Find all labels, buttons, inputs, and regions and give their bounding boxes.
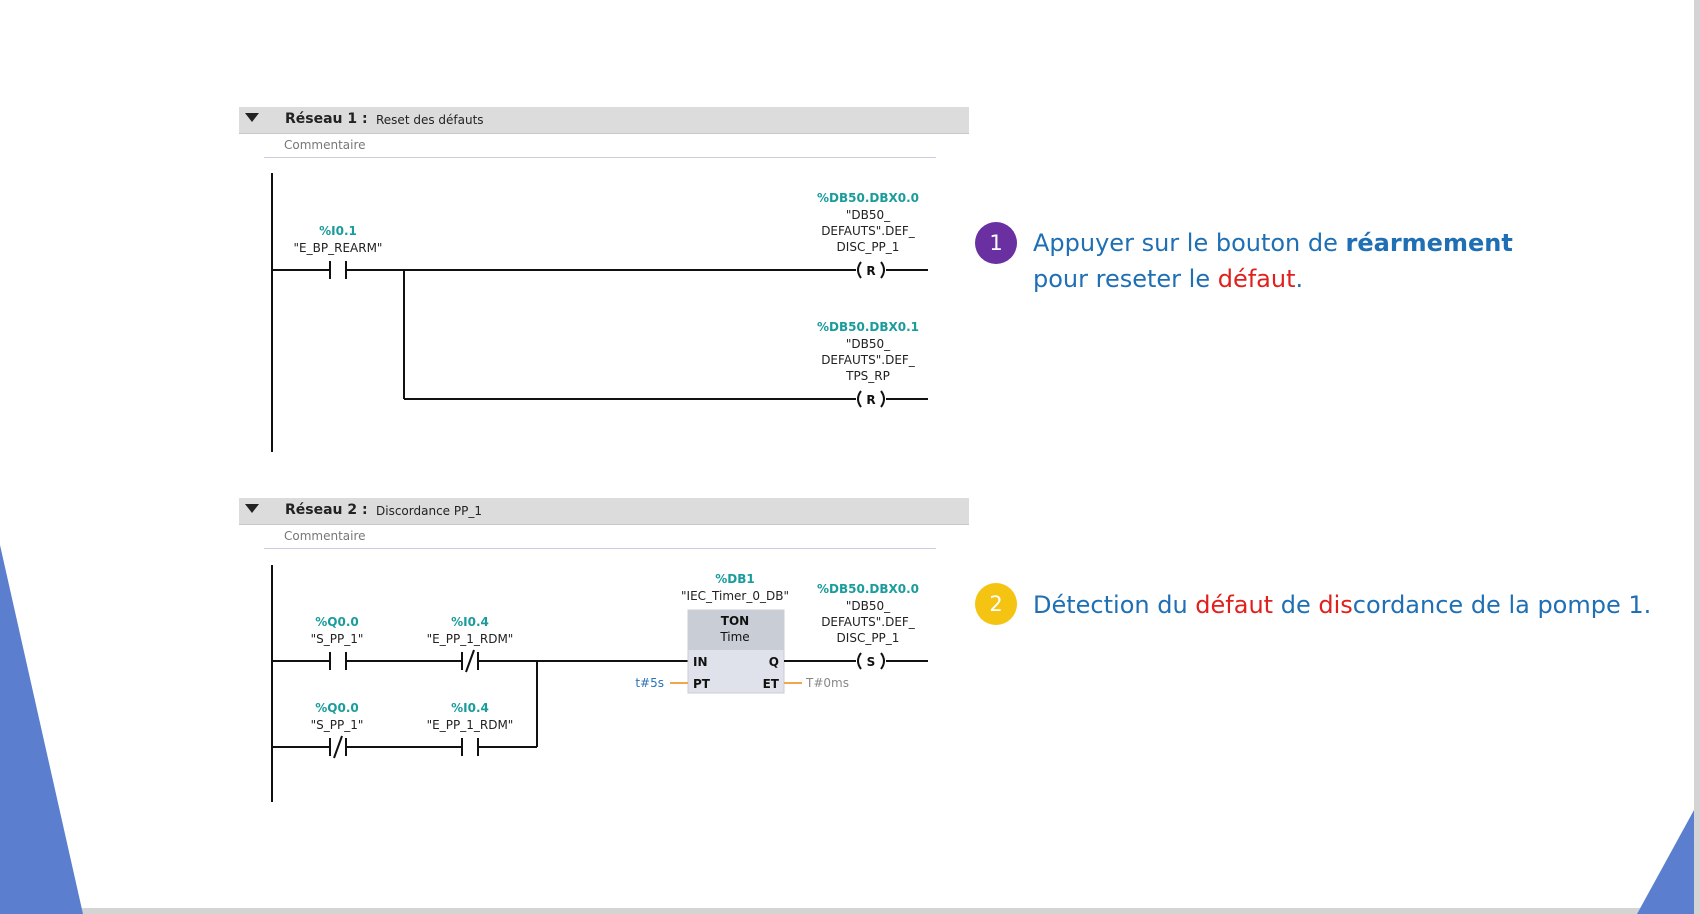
network-2-label: Réseau 2 :	[285, 502, 368, 518]
timer-pin-et: ET	[763, 677, 780, 691]
coil-address: %DB50.DBX0.1	[817, 320, 919, 334]
network-2-comment-text: Commentaire	[284, 529, 366, 543]
bottom-edge	[0, 908, 1700, 914]
contact-symbol: "E_PP_1_RDM"	[427, 718, 514, 732]
network-2-comment[interactable]: Commentaire	[264, 526, 936, 549]
ton-timer-block[interactable]: TON Time IN PT Q ET	[687, 609, 785, 694]
timer-pt-value[interactable]: t#5s	[635, 676, 664, 690]
contact-symbol: "E_BP_REARM"	[294, 241, 383, 255]
note-1-line-2: pour reseter le défaut.	[1033, 265, 1304, 293]
coil-reset-def-tps-rp[interactable]: R	[857, 390, 885, 408]
timer-subtitle: Time	[719, 630, 749, 644]
network-2-ladder: %Q0.0 "S_PP_1" %I0.4 "E_PP_1_RDM" %Q0.0 …	[271, 565, 928, 802]
network-2-title[interactable]: Discordance PP_1	[376, 504, 482, 518]
coil-type: R	[866, 393, 875, 407]
coil-symbol: "DB50_	[846, 208, 891, 222]
contact-address: %I0.1	[319, 224, 357, 238]
timer-type: TON	[721, 614, 749, 628]
right-edge	[1694, 0, 1700, 914]
network-1-title[interactable]: Reset des défauts	[376, 113, 484, 127]
deco-triangle-right	[1637, 810, 1694, 914]
network-1-comment-text: Commentaire	[284, 138, 366, 152]
note-2-number-badge: 2	[975, 583, 1017, 625]
timer-db-symbol: "IEC_Timer_0_DB"	[681, 589, 789, 603]
timer-pin-pt: PT	[693, 677, 711, 691]
contact-address: %Q0.0	[315, 701, 358, 715]
note-1-text: Appuyer sur le bouton de réarmement pour…	[1033, 225, 1513, 297]
coil-symbol: DEFAUTS".DEF_	[821, 353, 916, 367]
note-1-number-badge: 1	[975, 222, 1017, 264]
coil-symbol: DISC_PP_1	[837, 631, 900, 645]
timer-pin-q: Q	[769, 655, 779, 669]
coil-symbol: DEFAUTS".DEF_	[821, 615, 916, 629]
coil-symbol: "DB50_	[846, 599, 891, 613]
deco-triangle-left	[0, 545, 83, 914]
contact-symbol: "S_PP_1"	[311, 632, 364, 646]
coil-symbol: DEFAUTS".DEF_	[821, 224, 916, 238]
coil-type: S	[867, 655, 876, 669]
timer-et-value: T#0ms	[805, 676, 849, 690]
network-1-ladder: %I0.1 "E_BP_REARM" R %DB50.DBX0.0 "DB50_…	[271, 173, 928, 452]
coil-address: %DB50.DBX0.0	[817, 191, 919, 205]
collapse-arrow-icon[interactable]	[245, 113, 259, 122]
coil-symbol: "DB50_	[846, 337, 891, 351]
coil-symbol: DISC_PP_1	[837, 240, 900, 254]
timer-db-address: %DB1	[715, 572, 754, 586]
contact-symbol: "E_PP_1_RDM"	[427, 632, 514, 646]
collapse-arrow-icon[interactable]	[245, 504, 259, 513]
contact-address: %Q0.0	[315, 615, 358, 629]
network-2-header: Réseau 2 : Discordance PP_1	[239, 498, 969, 525]
coil-set-def-disc-pp1[interactable]: S	[857, 652, 885, 670]
timer-pin-in: IN	[693, 655, 708, 669]
contact-symbol: "S_PP_1"	[311, 718, 364, 732]
coil-type: R	[866, 264, 875, 278]
coil-address: %DB50.DBX0.0	[817, 582, 919, 596]
contact-address: %I0.4	[451, 701, 489, 715]
network-1-comment[interactable]: Commentaire	[264, 135, 936, 158]
network-1-label: Réseau 1 :	[285, 111, 368, 127]
network-1-header: Réseau 1 : Reset des défauts	[239, 107, 969, 134]
coil-symbol: TPS_RP	[845, 369, 890, 383]
contact-address: %I0.4	[451, 615, 489, 629]
note-1-line-1: Appuyer sur le bouton de réarmement	[1033, 229, 1513, 257]
coil-reset-def-disc-pp1[interactable]: R	[857, 261, 885, 279]
note-2-text: Détection du défaut de discordance de la…	[1033, 591, 1652, 619]
